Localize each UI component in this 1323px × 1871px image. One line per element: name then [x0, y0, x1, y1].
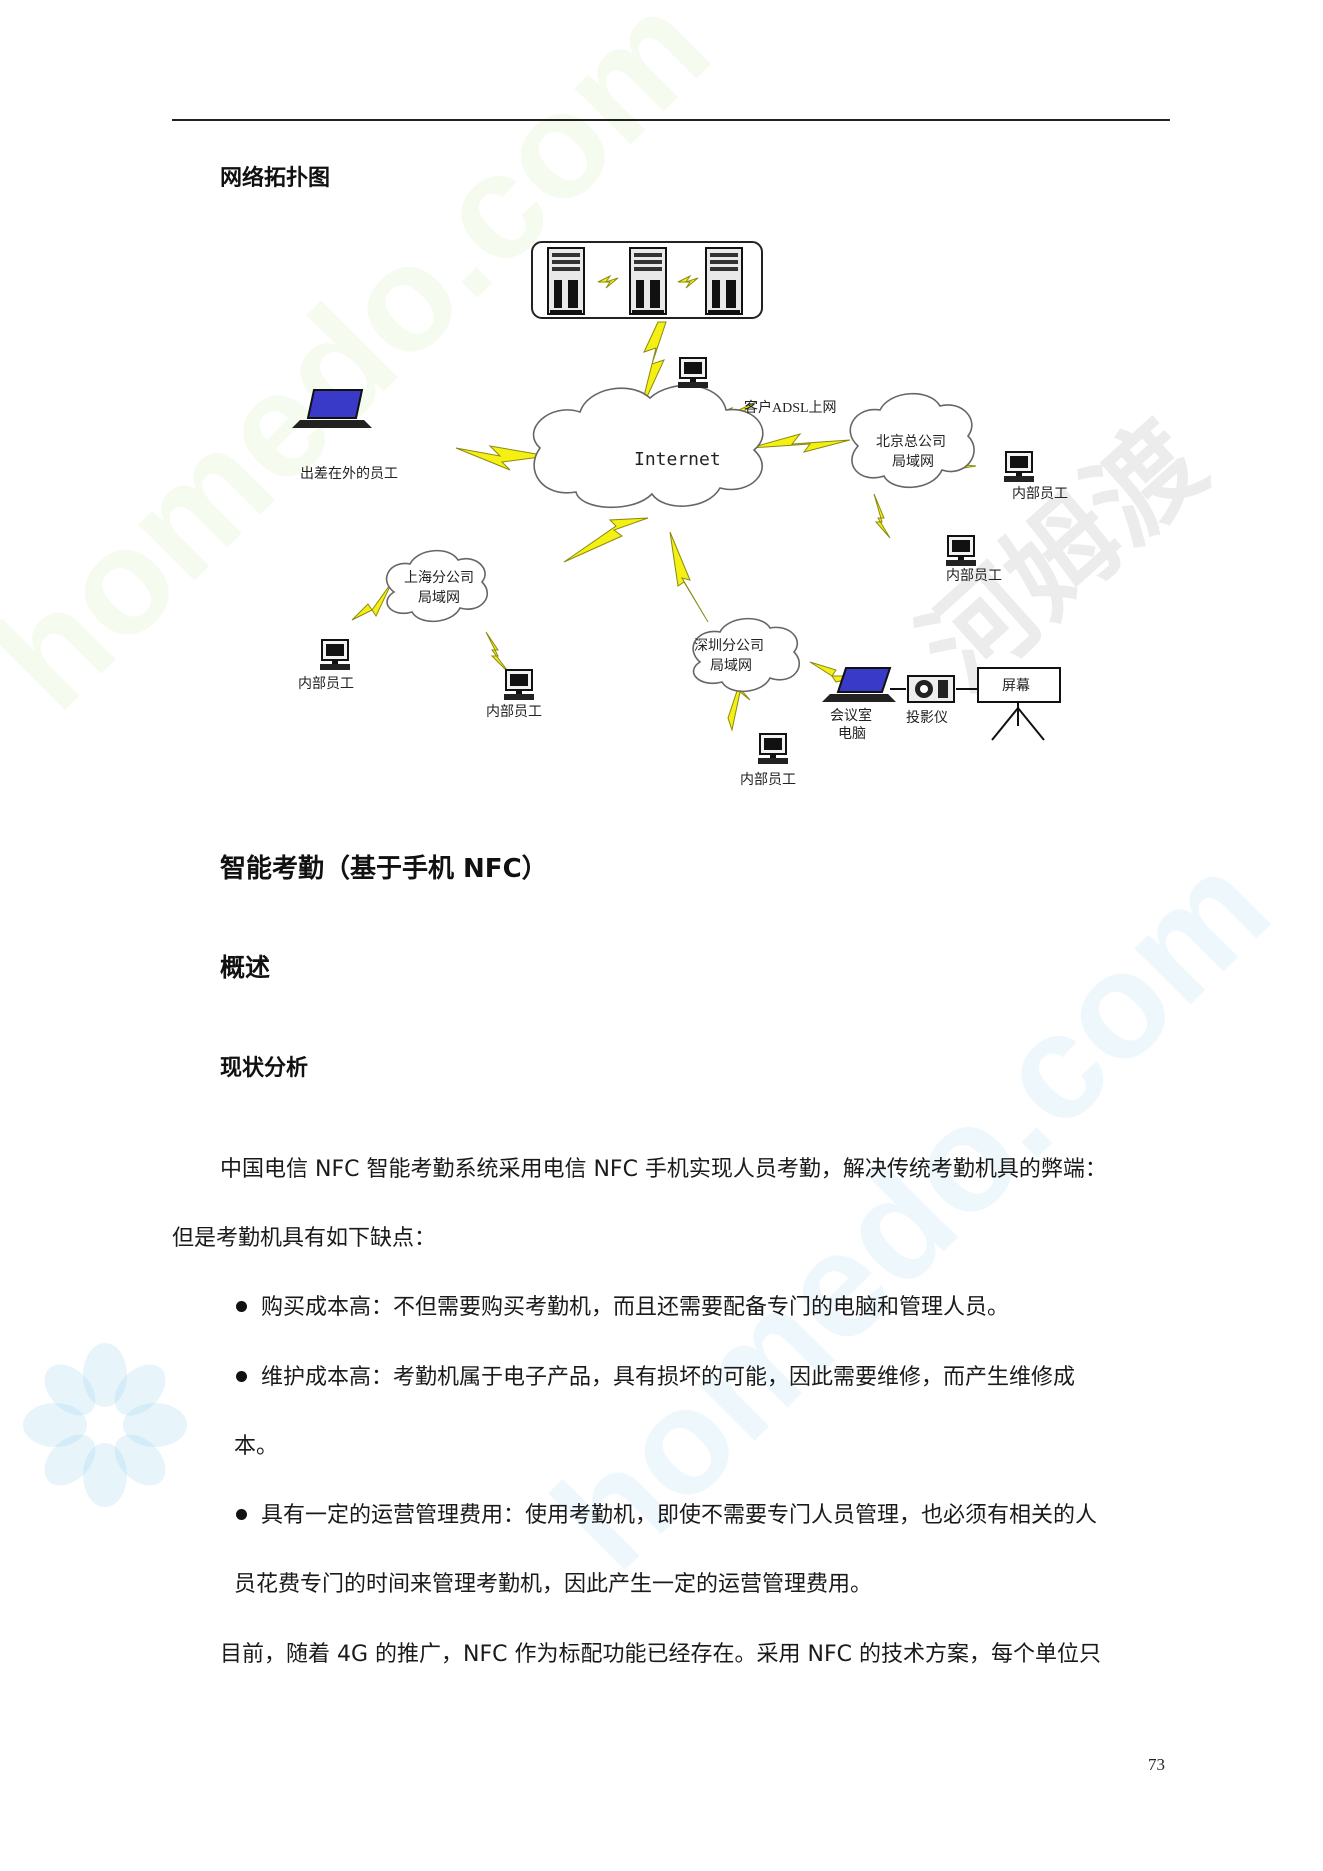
computer-icon [503, 669, 535, 701]
heading-status-analysis: 现状分析 [220, 1056, 309, 1081]
meeting-laptop-icon [822, 667, 896, 702]
shenzhen-lan-cloud [692, 617, 800, 693]
watermark-homedo-right: homedo.com [521, 821, 1301, 1601]
heading-smart-attendance: 智能考勤（基于手机 NFC） [220, 854, 548, 884]
label-shanghai-lan-1: 上海分公司 [404, 570, 474, 586]
label-internal-staff-sh2: 内部员工 [486, 704, 542, 720]
label-meeting-pc-1: 会议室 [830, 707, 872, 724]
server-cluster [531, 241, 763, 319]
bullet-text: 购买成本高：不但需要购买考勤机，而且还需要配备专门的电脑和管理人员。 [261, 1295, 1010, 1320]
bullet-item-1: 购买成本高：不但需要购买考勤机，而且还需要配备专门的电脑和管理人员。 [236, 1289, 1009, 1321]
screen-icon [977, 667, 1061, 741]
paragraph-intro-line2: 但是考勤机具有如下缺点： [172, 1226, 437, 1251]
bullet-item-3: 具有一定的运营管理费用：使用考勤机，即使不需要专门人员管理，也必须有相关的人 [236, 1497, 1097, 1529]
heading-overview: 概述 [220, 953, 271, 982]
page-number: 73 [1148, 1755, 1165, 1774]
bullet-dot-icon [236, 1300, 247, 1312]
bullet-item-3-continuation: 员花费专门的时间来管理考勤机，因此产生一定的运营管理费用。 [234, 1572, 873, 1597]
bullet-item-2-continuation: 本。 [234, 1434, 279, 1459]
computer-icon [757, 733, 789, 765]
label-internet: Internet [634, 449, 721, 470]
shanghai-lan-cloud [385, 549, 488, 623]
heading-network-topology: 网络拓扑图 [220, 166, 331, 191]
computer-icon [945, 535, 977, 567]
label-shanghai-lan-2: 局域网 [418, 590, 460, 606]
bullet-text: 维护成本高：考勤机属于电子产品，具有损坏的可能，因此需要维修，而产生维修成 [261, 1365, 1076, 1390]
bullet-text: 具有一定的运营管理费用：使用考勤机，即使不需要专门人员管理，也必须有相关的人 [261, 1503, 1098, 1528]
paragraph-closing: 目前，随着 4G 的推广，NFC 作为标配功能已经存在。采用 NFC 的技术方案… [220, 1642, 1101, 1667]
label-adsl-client: 客户ADSL上网 [744, 399, 837, 416]
header-rule [172, 119, 1170, 121]
label-beijing-lan-2: 局域网 [892, 454, 934, 470]
label-screen: 屏幕 [1002, 678, 1030, 694]
label-projector: 投影仪 [906, 710, 948, 726]
computer-icon [319, 639, 351, 671]
computer-icon [1003, 451, 1035, 483]
laptop-icon [292, 389, 372, 428]
network-topology-diagram: Internet 客户ADSL上网 出差在外的员工 北京总公司 局域网 内部员工… [292, 241, 1068, 788]
label-internal-staff-sz: 内部员工 [740, 772, 796, 788]
label-beijing-lan-1: 北京总公司 [876, 434, 946, 450]
label-internal-staff-sh1: 内部员工 [298, 676, 354, 692]
bullet-dot-icon [236, 1508, 247, 1520]
label-internal-staff-bj1: 内部员工 [1012, 486, 1068, 502]
label-shenzhen-lan-1: 深圳分公司 [694, 638, 764, 654]
projector-icon [890, 675, 978, 703]
internet-cloud [532, 384, 764, 509]
server-icon [705, 247, 743, 315]
computer-icon [677, 357, 709, 389]
server-icon [547, 247, 585, 315]
bullet-dot-icon [236, 1370, 247, 1382]
label-shenzhen-lan-2: 局域网 [710, 658, 752, 674]
server-icon [629, 247, 667, 315]
beijing-lan-cloud [849, 392, 975, 489]
label-travel-staff: 出差在外的员工 [300, 466, 398, 482]
paragraph-intro-line1: 中国电信 NFC 智能考勤系统采用电信 NFC 手机实现人员考勤，解决传统考勤机… [220, 1157, 1107, 1182]
label-internal-staff-bj2: 内部员工 [946, 568, 1002, 584]
bullet-item-2: 维护成本高：考勤机属于电子产品，具有损坏的可能，因此需要维修，而产生维修成 [236, 1359, 1075, 1391]
watermark-flower-icon [23, 1343, 187, 1507]
label-meeting-pc-2: 电脑 [838, 726, 866, 742]
